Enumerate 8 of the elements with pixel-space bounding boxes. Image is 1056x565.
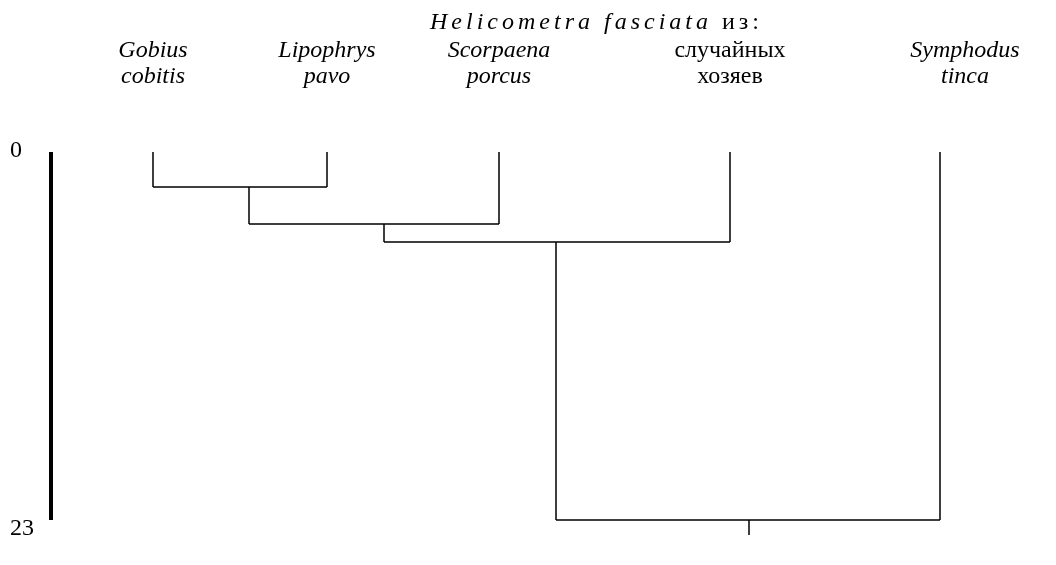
- title: Helicometra fasciata из:: [430, 8, 763, 34]
- taxon-label: Scorpaena porcus: [446, 36, 552, 88]
- taxon-label: Lipophrys pavo: [277, 36, 377, 88]
- taxon-label: Symphodus tinca: [909, 36, 1021, 88]
- taxon-label: случайных хозяев: [673, 36, 787, 88]
- taxon-label: Gobius cobitis: [117, 36, 189, 88]
- scale-label: 0: [9, 136, 23, 162]
- scale-label: 23: [9, 514, 35, 540]
